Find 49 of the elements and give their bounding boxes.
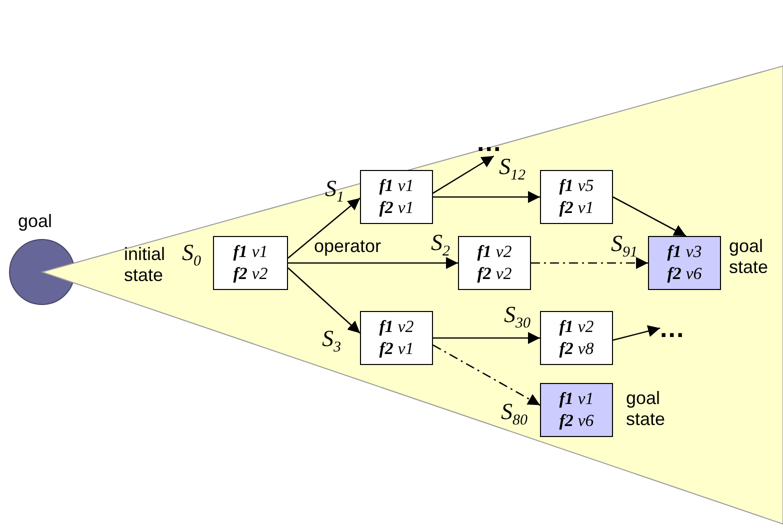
- ellipsis: ...: [660, 318, 704, 342]
- state-box: [360, 311, 433, 365]
- arrow: [432, 344, 540, 406]
- arrow: [612, 196, 686, 237]
- ellipsis: ...: [477, 132, 517, 156]
- state-label: S$_{0}$: [182, 240, 201, 271]
- state-box: [540, 170, 613, 224]
- feature-value: f1 v2: [379, 316, 414, 338]
- node-caption: goal: [18, 211, 54, 232]
- edge-label: operator: [314, 236, 382, 257]
- feature-value: f1 v1: [559, 388, 594, 410]
- feature-value: f1 v2: [559, 316, 594, 338]
- node-caption: initial state: [124, 244, 166, 286]
- state-box: [458, 236, 531, 290]
- goal-state-box: [540, 383, 613, 437]
- feature-value: f1 v1: [379, 175, 414, 197]
- arrow: [288, 198, 360, 259]
- feature-value: f1 v1: [233, 241, 268, 263]
- state-box: [213, 236, 288, 290]
- state-label: S$_{91}$: [611, 231, 638, 262]
- arrow: [433, 191, 540, 203]
- feature-value: f1 v2: [477, 241, 512, 263]
- feature-value: f2 v2: [233, 263, 268, 285]
- feature-value: f2 v8: [559, 338, 594, 360]
- feature-value: f2 v1: [379, 197, 414, 219]
- feature-value: f2 v1: [379, 338, 414, 360]
- feature-value: f1 v5: [559, 175, 594, 197]
- state-label: S$_{1}$: [325, 176, 344, 207]
- state-box: [540, 311, 613, 365]
- feature-value: f2 v6: [559, 410, 594, 432]
- arrow: [432, 155, 494, 194]
- arrow: [433, 332, 540, 344]
- node-caption: goal state: [729, 236, 770, 278]
- state-label: S$_{30}$: [504, 302, 530, 333]
- goal-state-box: [648, 236, 721, 290]
- feature-value: f1 v3: [667, 241, 702, 263]
- node-caption: goal state: [626, 388, 666, 430]
- state-label: S$_{80}$: [501, 399, 528, 430]
- arrow: [288, 267, 360, 334]
- feature-value: f2 v2: [477, 263, 512, 285]
- feature-value: f2 v6: [667, 263, 702, 285]
- state-label: S$_{12}$: [499, 154, 526, 185]
- arrow: [288, 257, 458, 269]
- state-label: S$_{2}$: [431, 230, 450, 261]
- state-box: [360, 170, 433, 224]
- state-label: S$_{3}$: [322, 326, 341, 357]
- feature-value: f2 v1: [559, 197, 594, 219]
- arrow: [531, 257, 648, 269]
- arrow: [612, 325, 660, 341]
